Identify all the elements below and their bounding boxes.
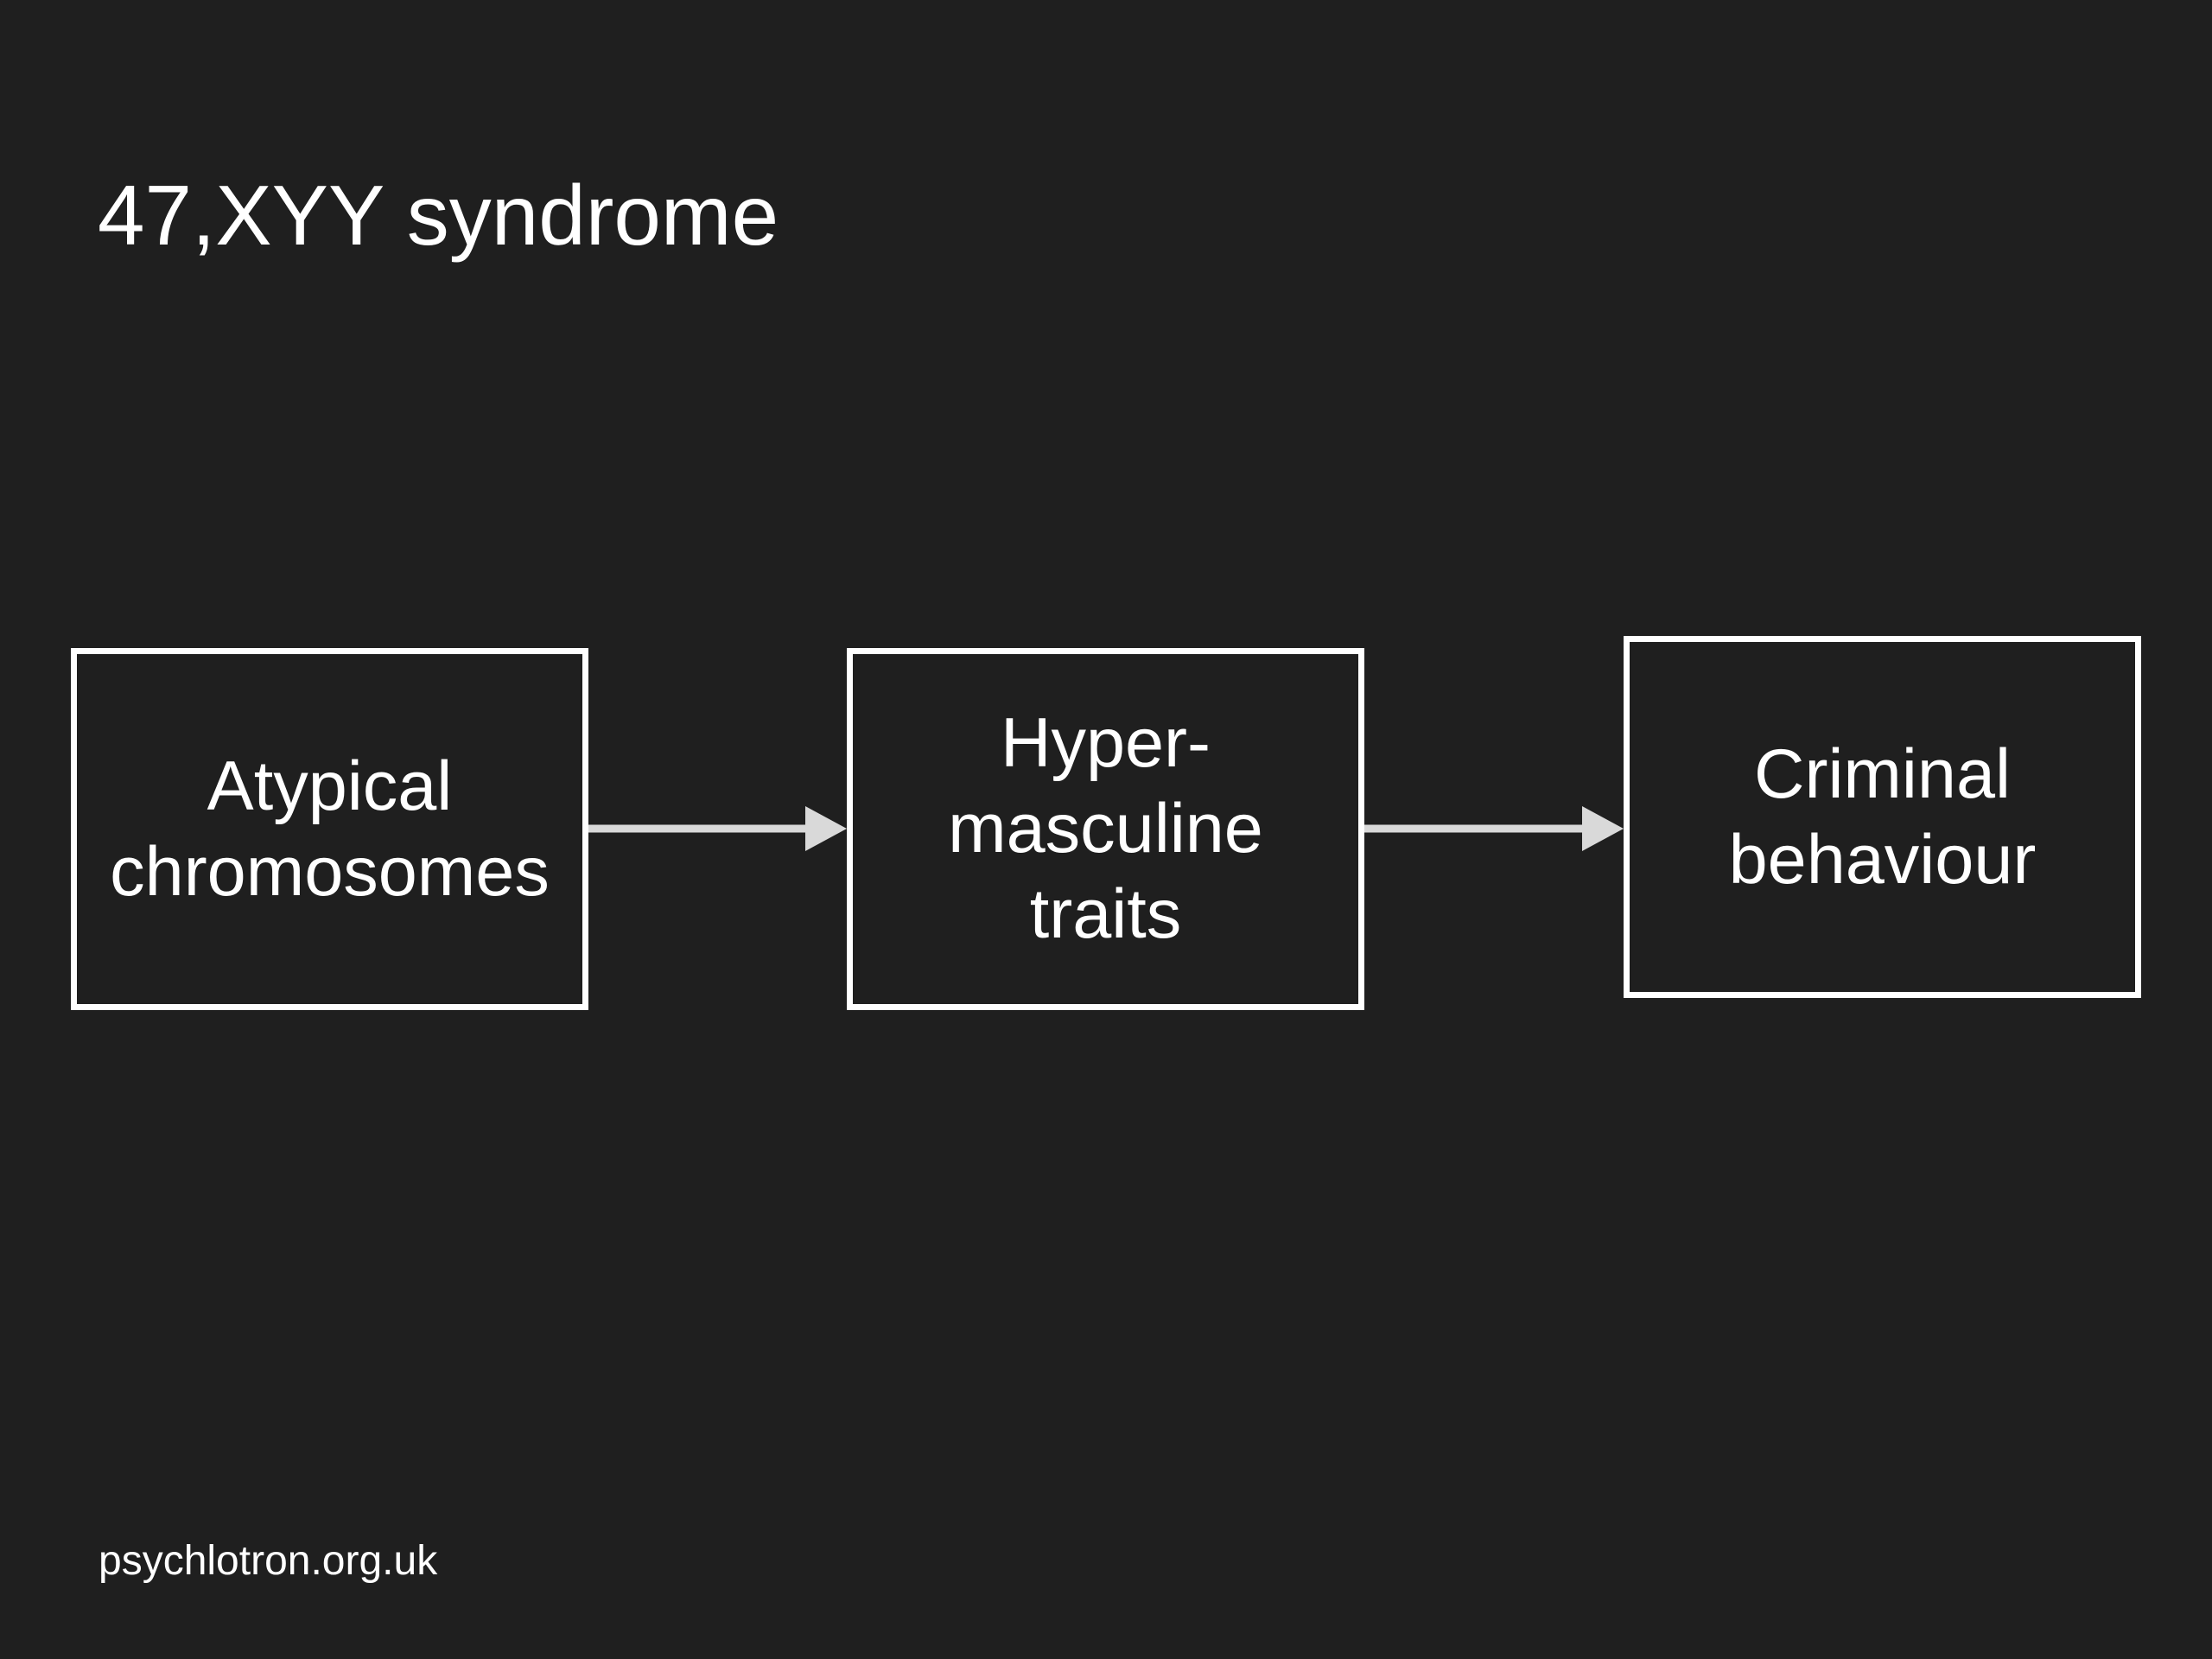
node-label: Criminal behaviour bbox=[1728, 734, 2037, 899]
arrowhead-icon bbox=[1582, 806, 1624, 851]
edge-atypical-to-hyper bbox=[588, 806, 847, 851]
node-label: Hyper- masculine traits bbox=[948, 704, 1263, 953]
node-criminal-behaviour: Criminal behaviour bbox=[1624, 636, 2141, 998]
edge-hyper-to-criminal bbox=[1364, 806, 1624, 851]
node-label: Atypical chromosomes bbox=[110, 747, 550, 911]
arrowhead-icon bbox=[805, 806, 847, 851]
slide-title: 47,XYY syndrome bbox=[98, 168, 779, 263]
node-atypical-chromosomes: Atypical chromosomes bbox=[71, 648, 588, 1010]
footer-source: psychlotron.org.uk bbox=[99, 1538, 438, 1584]
node-hyper-masculine-traits: Hyper- masculine traits bbox=[847, 648, 1364, 1010]
